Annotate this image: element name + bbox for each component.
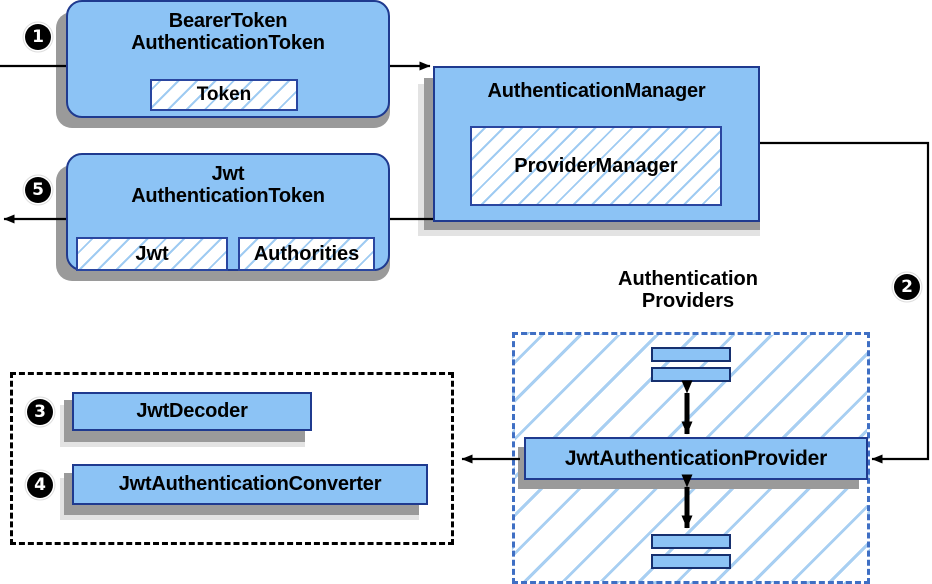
inner-box-provider-manager[interactable]: ProviderManager — [470, 126, 722, 206]
inner-box-token-label: Token — [196, 84, 252, 105]
authentication-manager-title: AuthenticationManager — [487, 80, 706, 102]
inner-box-jwt-label: Jwt — [135, 242, 169, 265]
authentication-providers-caption-line-1: Authentication — [618, 268, 758, 290]
step-bullet-2-label: 2 — [901, 276, 913, 297]
step-bullet-5: 5 — [25, 177, 51, 203]
provider-placeholder-bar-bottom-2 — [651, 554, 731, 569]
inner-box-token[interactable]: Token — [150, 79, 298, 111]
bearer-token-title-line-2: AuthenticationToken — [131, 32, 325, 55]
provider-placeholder-bar-bottom-1 — [651, 534, 731, 549]
step-bullet-5-label: 5 — [32, 179, 44, 200]
authentication-providers-caption: Authentication Providers — [560, 268, 816, 313]
jwt-decoder-label: JwtDecoder — [136, 400, 248, 423]
inner-box-authorities[interactable]: Authorities — [238, 237, 375, 271]
jwt-authentication-converter-label: JwtAuthenticationConverter — [118, 473, 382, 496]
node-jwt-decoder[interactable]: JwtDecoder — [72, 392, 312, 431]
provider-placeholder-bar-top-2 — [651, 367, 731, 382]
step-bullet-4-label: 4 — [34, 474, 46, 495]
inner-box-jwt[interactable]: Jwt — [76, 237, 228, 271]
inner-box-provider-manager-label: ProviderManager — [514, 154, 678, 177]
provider-placeholder-bar-top-1 — [651, 347, 731, 362]
support-components-container — [10, 372, 454, 545]
step-bullet-2: 2 — [894, 274, 920, 300]
inner-box-authorities-label: Authorities — [253, 242, 360, 265]
step-bullet-1: 1 — [25, 24, 51, 50]
step-bullet-1-label: 1 — [32, 26, 44, 47]
node-jwt-authentication-converter[interactable]: JwtAuthenticationConverter — [72, 464, 428, 505]
jwt-authentication-provider-label: JwtAuthenticationProvider — [564, 446, 828, 470]
authentication-providers-caption-line-2: Providers — [641, 290, 735, 313]
node-jwt-authentication-provider[interactable]: JwtAuthenticationProvider — [524, 437, 868, 480]
jwt-token-title-line-2: AuthenticationToken — [131, 185, 325, 208]
bearer-token-title-line-1: BearerToken — [168, 10, 288, 32]
step-bullet-3-label: 3 — [34, 401, 46, 422]
jwt-token-title-line-1: Jwt — [211, 163, 245, 185]
step-bullet-3: 3 — [27, 399, 53, 425]
step-bullet-4: 4 — [27, 472, 53, 498]
